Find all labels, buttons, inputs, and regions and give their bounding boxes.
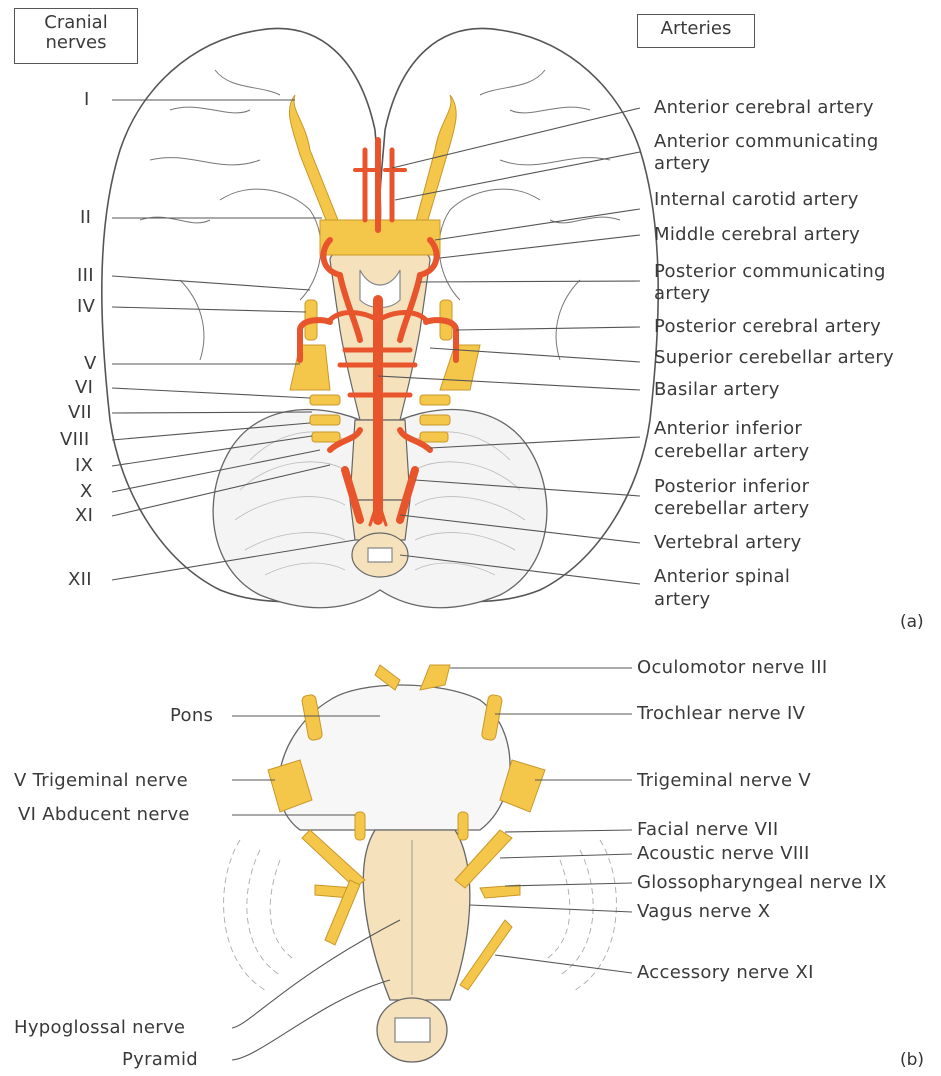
nerve-label-xii: XII (68, 569, 92, 591)
nerve-label-i: I (84, 89, 90, 111)
artery-label-basilar: Basilar artery (654, 379, 780, 401)
artery-label-superior-cerebellar: Superior cerebellar artery (654, 347, 894, 369)
label-accessory: Accessory nerve XI (637, 962, 814, 984)
label-trigeminal-right: Trigeminal nerve V (637, 770, 811, 792)
nerve-label-vii: VII (68, 402, 92, 424)
artery-label-anterior-inferior-cerebellar: Anterior inferior (654, 418, 802, 440)
artery-label-anterior-inferior-cerebellar-2: cerebellar artery (654, 441, 809, 463)
artery-label-anterior-communicating-2: artery (654, 153, 710, 175)
artery-label-posterior-cerebral: Posterior cerebral artery (654, 316, 881, 338)
nerve-label-iv: IV (77, 296, 95, 318)
artery-label-internal-carotid: Internal carotid artery (654, 189, 859, 211)
artery-label-anterior-spinal-2: artery (654, 589, 710, 611)
nerve-label-viii: VIII (60, 429, 89, 451)
nerve-label-ix: IX (75, 455, 93, 477)
label-pons: Pons (170, 705, 213, 727)
artery-label-vertebral: Vertebral artery (654, 532, 802, 554)
artery-label-posterior-inferior-cerebellar-2: cerebellar artery (654, 498, 809, 520)
artery-label-anterior-spinal: Anterior spinal (654, 566, 790, 588)
panel-label-b: (b) (900, 1050, 924, 1070)
label-trochlear: Trochlear nerve IV (637, 703, 805, 725)
nerve-label-x: X (80, 481, 93, 503)
label-facial: Facial nerve VII (637, 819, 778, 841)
artery-label-posterior-communicating: Posterior communicating (654, 261, 886, 283)
label-hypoglossal: Hypoglossal nerve (14, 1017, 185, 1039)
arteries-header-text: Arteries (661, 18, 732, 39)
label-trigeminal-left: V Trigeminal nerve (14, 770, 188, 792)
arteries-header: Arteries (637, 14, 755, 48)
artery-label-posterior-communicating-2: artery (654, 283, 710, 305)
artery-label-anterior-cerebral: Anterior cerebral artery (654, 97, 874, 119)
label-glossopharyngeal: Glossopharyngeal nerve IX (637, 872, 887, 894)
label-abducent: VI Abducent nerve (18, 804, 190, 826)
label-oculomotor: Oculomotor nerve III (637, 657, 827, 679)
nerve-label-xi: XI (75, 505, 93, 527)
artery-label-middle-cerebral: Middle cerebral artery (654, 224, 860, 246)
label-acoustic: Acoustic nerve VIII (637, 843, 810, 865)
artery-label-anterior-communicating: Anterior communicating (654, 131, 879, 153)
label-pyramid: Pyramid (122, 1049, 198, 1071)
artery-label-posterior-inferior-cerebellar: Posterior inferior (654, 476, 809, 498)
panel-label-a: (a) (900, 612, 924, 632)
nerve-label-ii: II (80, 207, 91, 229)
label-vagus: Vagus nerve X (637, 901, 770, 923)
nerve-label-iii: III (77, 265, 94, 287)
nerve-label-vi: VI (75, 377, 93, 399)
nerve-label-v: V (84, 353, 97, 375)
